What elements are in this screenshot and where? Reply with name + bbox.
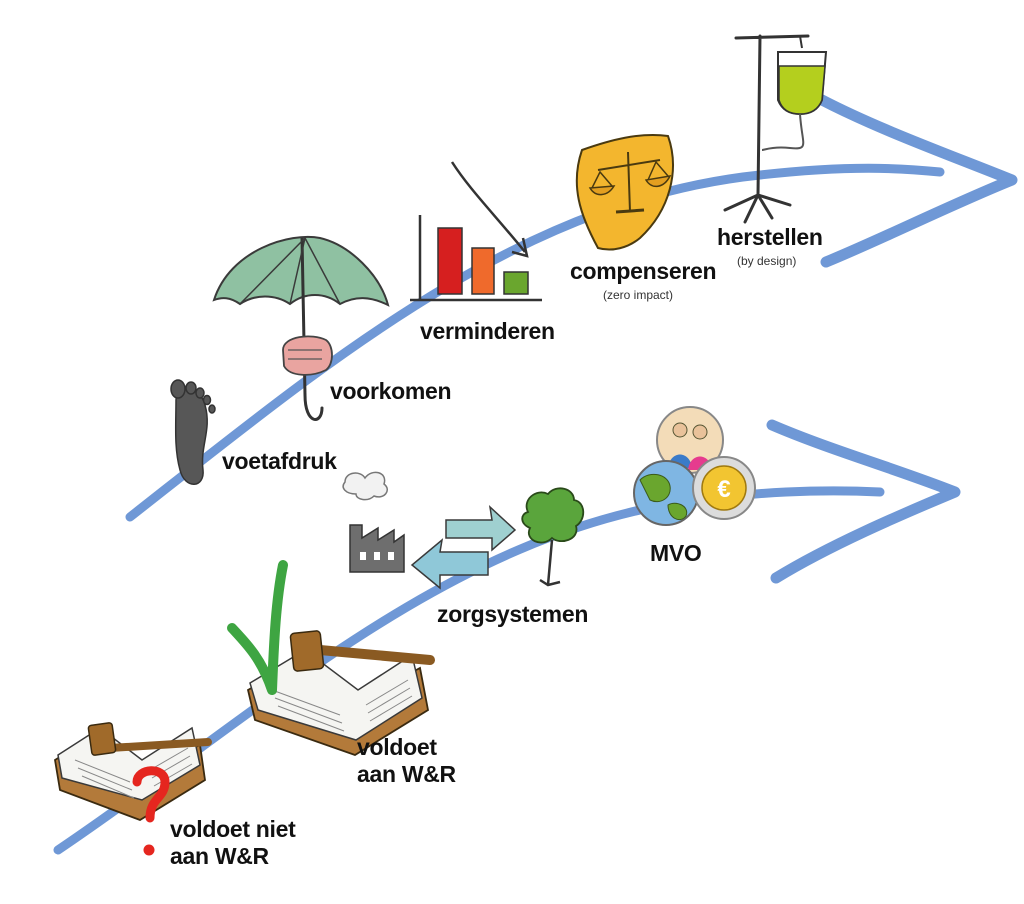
label-zorgsystemen: zorgsystemen (437, 601, 589, 627)
iv-drip-icon (723, 34, 828, 224)
law-book-question-icon (54, 722, 212, 821)
declining-bar-chart-icon (410, 161, 542, 302)
umbrella-icon (212, 235, 390, 421)
label-voldoet-niet-line2: aan W&R (170, 843, 269, 869)
label-voldoet-niet-line1: voldoet niet (170, 816, 296, 842)
sublabel-herstellen: (by design) (737, 254, 797, 268)
law-book-check-icon (246, 630, 435, 756)
label-voldoet-niet: voldoet niet aan W&R (170, 816, 296, 870)
scales-shield-icon (575, 133, 674, 251)
label-voetafdruk: voetafdruk (222, 448, 337, 474)
sublabel-compenseren: (zero impact) (603, 288, 674, 302)
people-planet-profit-icon: € (633, 406, 756, 526)
label-verminderen: verminderen (420, 318, 555, 344)
svg-text:€: € (717, 476, 730, 503)
label-herstellen: herstellen (717, 224, 823, 250)
euro-coin-icon: € (692, 456, 756, 520)
footprint-icon (170, 379, 216, 485)
factory-icon (342, 471, 405, 573)
people-icon (656, 406, 724, 474)
check-mark-icon (227, 560, 288, 695)
globe-icon (633, 460, 699, 526)
label-compenseren: compenseren (570, 258, 717, 284)
question-mark-icon (132, 766, 170, 856)
factory-tree-exchange-icon (342, 471, 585, 590)
label-voorkomen: voorkomen (330, 378, 452, 404)
label-voldoet: voldoet aan W&R (357, 734, 456, 788)
label-voldoet-line2: aan W&R (357, 761, 456, 787)
exchange-arrows-icon (410, 504, 517, 590)
label-mvo: MVO (650, 540, 702, 566)
label-voldoet-line1: voldoet (357, 734, 437, 760)
tree-icon (521, 487, 585, 587)
